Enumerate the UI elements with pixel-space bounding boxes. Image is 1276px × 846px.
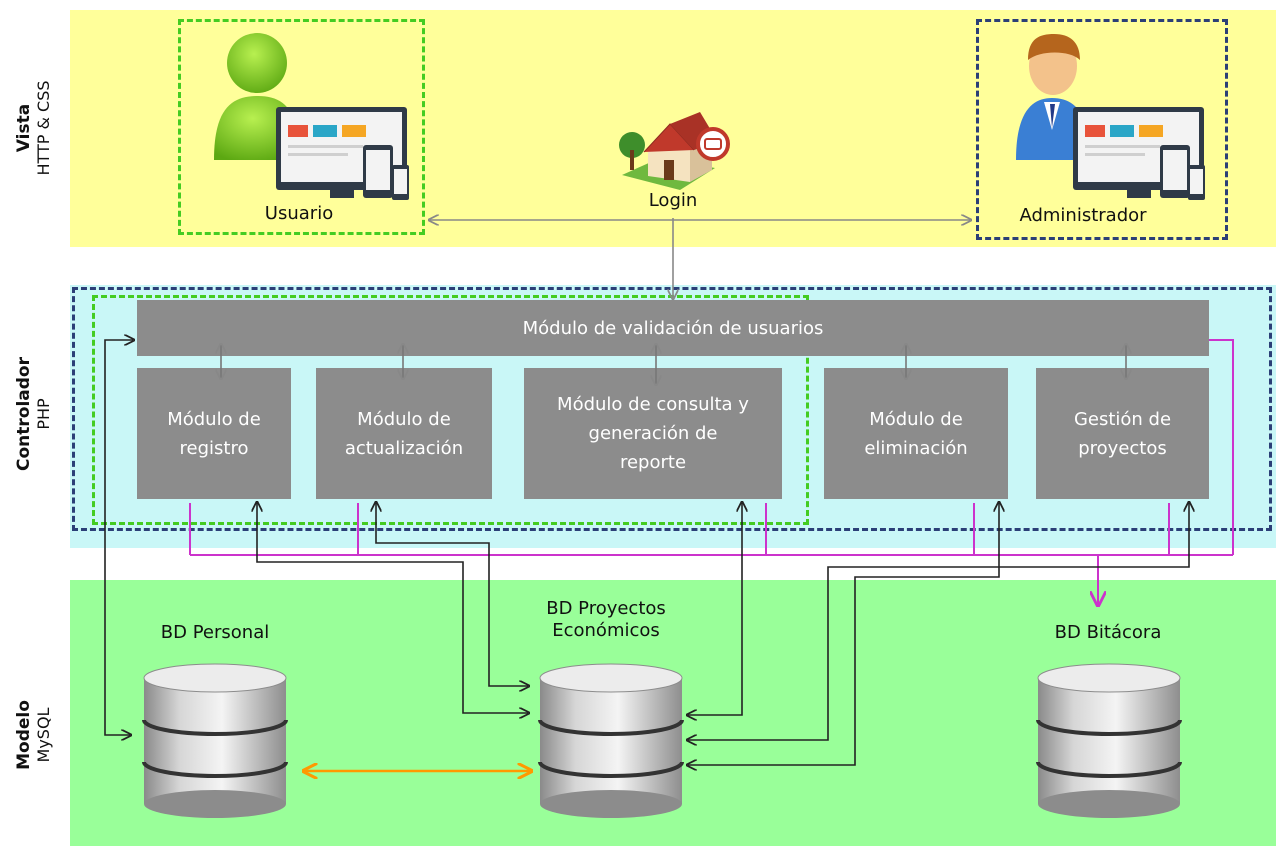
bitacora-log-connectors (189, 339, 1234, 604)
usuario-icon (214, 33, 409, 200)
bd-bitacora-icon (1036, 663, 1182, 818)
modulo-registro-label: Módulo de registro (167, 408, 261, 459)
login-icon (619, 112, 730, 190)
modulo-gestion-proyectos: Gestión de proyectos (1036, 368, 1209, 499)
modulo-eliminacion: Módulo de eliminación (824, 368, 1008, 499)
admin-access-box (72, 287, 1272, 531)
administrador-label: Administrador (1019, 205, 1147, 226)
modulo-gestion-label: Gestión de proyectos (1073, 408, 1172, 459)
modulo-consulta-reporte: Módulo de consulta y generación de repor… (524, 368, 782, 499)
bd-bitacora-label: BD Bitácora (1054, 622, 1162, 643)
modulo-validacion-label: Módulo de validación de usuarios (522, 317, 824, 339)
bd-proyectos-icon (538, 663, 684, 818)
bd-personal-icon (142, 663, 288, 818)
vista-connectors (430, 218, 970, 298)
usuario-label: Usuario (264, 203, 334, 224)
bd-proyectos-label: BD Proyectos Económicos (546, 598, 666, 641)
modulo-eliminacion-label: Módulo de eliminación (864, 408, 968, 459)
administrador-icon (1016, 34, 1205, 200)
modulo-actualizacion-label: Módulo de actualización (344, 408, 464, 459)
modulo-registro: Módulo de registro (137, 368, 291, 499)
validation-module-connectors (221, 345, 1126, 384)
data-access-connectors (104, 340, 1189, 765)
usuario-group-box (178, 19, 425, 235)
modulo-actualizacion: Módulo de actualización (316, 368, 492, 499)
bd-personal-label: BD Personal (160, 622, 270, 643)
login-label[interactable]: Login (648, 190, 698, 211)
modulo-consulta-label: Módulo de consulta y generación de repor… (557, 394, 749, 473)
modulo-validacion-usuarios: Módulo de validación de usuarios (137, 300, 1209, 356)
administrador-group-box (976, 19, 1228, 240)
